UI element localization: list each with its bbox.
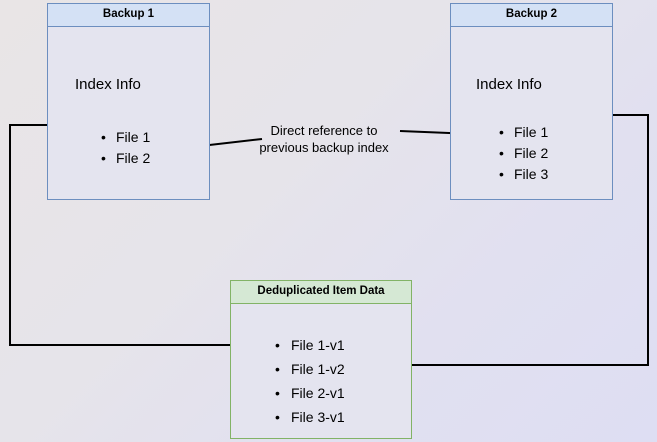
list-item: File 2 bbox=[499, 143, 548, 164]
edge-label-line-2: previous backup index bbox=[259, 140, 389, 155]
backup-1-index-info-label: Index Info bbox=[75, 76, 141, 93]
direct-reference-edge-label: Direct reference to previous backup inde… bbox=[246, 122, 402, 156]
edge-label-line-1: Direct reference to bbox=[270, 123, 378, 138]
list-item: File 1 bbox=[101, 127, 150, 148]
deduplicated-item-data-box[interactable]: Deduplicated Item Data File 1-v1 File 1-… bbox=[230, 280, 412, 439]
dedup-header: Deduplicated Item Data bbox=[231, 281, 411, 304]
backup-1-header: Backup 1 bbox=[48, 4, 209, 27]
backup-1-body: Index Info File 1 File 2 bbox=[48, 27, 209, 199]
list-item: File 3-v1 bbox=[275, 405, 345, 429]
list-item: File 1-v1 bbox=[275, 333, 345, 357]
list-item: File 1 bbox=[499, 122, 548, 143]
backup-2-file-list: File 1 File 2 File 3 bbox=[499, 122, 548, 185]
dedup-body: File 1-v1 File 1-v2 File 2-v1 File 3-v1 bbox=[231, 304, 411, 438]
backup-1-file-list: File 1 File 2 bbox=[101, 127, 150, 169]
backup-1-box[interactable]: Backup 1 Index Info File 1 File 2 bbox=[47, 3, 210, 200]
backup-2-header: Backup 2 bbox=[451, 4, 612, 27]
list-item: File 1-v2 bbox=[275, 357, 345, 381]
dedup-file-list: File 1-v1 File 1-v2 File 2-v1 File 3-v1 bbox=[275, 333, 345, 429]
list-item: File 2 bbox=[101, 148, 150, 169]
list-item: File 2-v1 bbox=[275, 381, 345, 405]
list-item: File 3 bbox=[499, 164, 548, 185]
backup-2-box[interactable]: Backup 2 Index Info File 1 File 2 File 3 bbox=[450, 3, 613, 200]
backup-2-index-info-label: Index Info bbox=[476, 76, 542, 93]
backup-2-body: Index Info File 1 File 2 File 3 bbox=[451, 27, 612, 199]
